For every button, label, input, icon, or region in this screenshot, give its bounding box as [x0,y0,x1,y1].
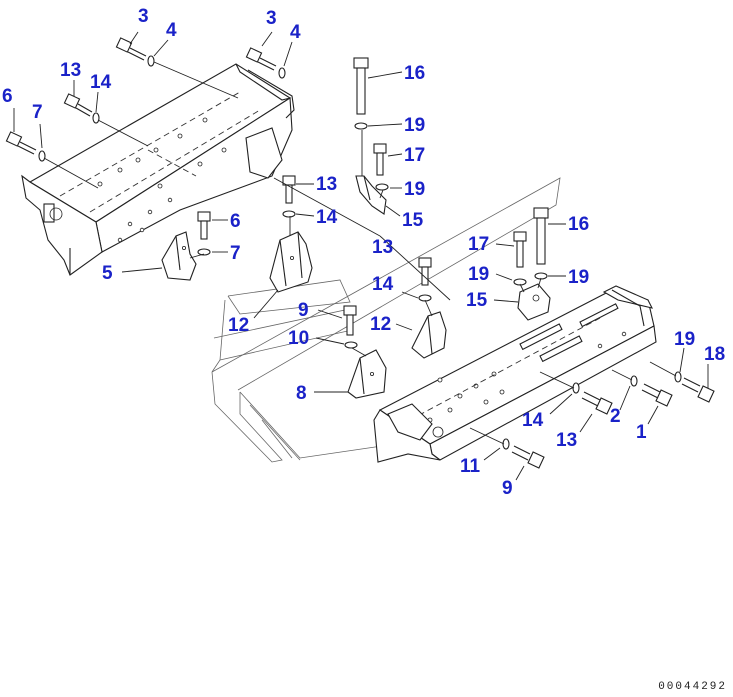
washer-19-upper-b [375,183,389,191]
callout-4: 4 [166,20,177,41]
callout-13: 13 [60,60,81,81]
bolt-6-left [5,131,37,155]
bolt-13-bottom [581,391,613,415]
callout-19: 19 [404,179,425,200]
callout-13: 13 [556,430,577,451]
callout-13: 13 [316,174,337,195]
callout-11: 11 [460,456,481,477]
bolt-3-left [115,37,147,61]
bracket-15-lower [517,283,551,321]
bolt-17-upper [373,143,387,176]
washer-2 [630,375,638,387]
fasteners [5,37,715,469]
callout-16: 16 [404,63,425,84]
ghost-frame-outline [211,177,561,463]
washer-19-upper-a [354,122,368,130]
callout-16: 16 [568,214,589,235]
callout-13: 13 [372,237,393,258]
washer-14-upper [92,112,100,124]
callout-14: 14 [522,410,544,431]
bolt-1 [641,383,673,407]
callout-14: 14 [90,72,112,93]
washer-19-side [674,371,682,383]
callout-15: 15 [466,290,488,311]
callout-17: 17 [468,234,489,255]
callout-1: 1 [636,422,647,443]
bracket-8 [347,349,387,399]
callout-labels: 3 4 3 4 13 14 6 7 16 19 17 19 13 14 15 6… [2,6,725,499]
callout-17: 17 [404,145,425,166]
washer-10 [344,341,358,349]
bolt-13-upper [63,93,93,117]
washer-4-left [147,55,155,67]
bolt-3-right [245,47,277,71]
callout-6: 6 [230,211,241,232]
callout-19: 19 [404,115,425,136]
callout-14: 14 [372,274,394,295]
callout-3: 3 [266,8,277,29]
callout-12: 12 [228,315,249,336]
callout-19: 19 [674,329,695,350]
washer-14-middle [282,210,296,218]
callout-leaders [13,31,709,481]
bolt-17-lower [513,231,527,268]
bolt-9-upper [343,305,357,336]
callout-19: 19 [468,264,489,285]
bolt-16-upper [353,57,369,115]
callout-2: 2 [610,406,621,427]
bolt-13-middle [282,175,296,204]
callout-4: 4 [290,22,301,43]
upper-main-frame [21,63,295,276]
callout-7: 7 [230,243,241,264]
bolt-6-middle [197,211,211,240]
callout-14: 14 [316,207,338,228]
bolt-16-lower [533,207,549,265]
bracket-15-upper [355,175,387,215]
callout-5: 5 [102,263,113,284]
callout-15: 15 [402,210,424,231]
bracket-5 [161,231,197,281]
bolt-13-lower [418,257,432,286]
lower-main-frame [373,285,657,463]
callout-18: 18 [704,344,725,365]
callout-19: 19 [568,267,589,288]
callout-8: 8 [296,383,307,404]
callout-12: 12 [370,314,391,335]
callout-10: 10 [288,328,309,349]
bolt-18 [681,377,715,403]
washer-7-middle [197,248,211,256]
callout-9: 9 [298,300,309,321]
bracket-12-right [411,311,447,359]
callout-3: 3 [138,6,149,27]
callout-9: 9 [502,478,513,499]
assembly-center-lines [43,61,677,445]
washer-4-right [278,67,286,79]
callout-6: 6 [2,86,13,107]
callout-7: 7 [32,102,43,123]
bolt-9-bottom [511,445,545,469]
bracket-12-left [269,231,313,293]
document-number: 00044292 [658,681,727,693]
washer-7-left [38,150,46,162]
